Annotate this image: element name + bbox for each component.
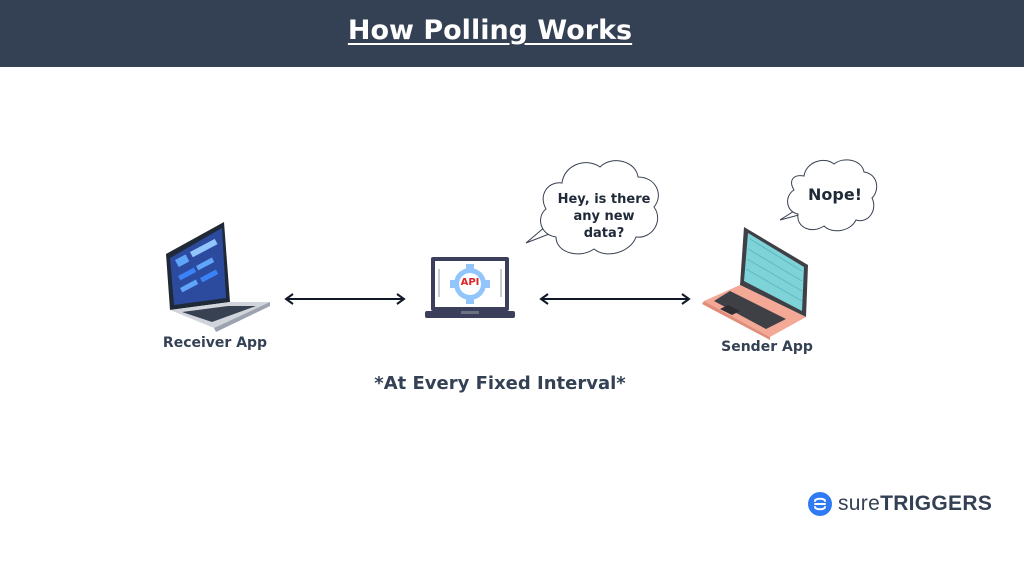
brand-sure-text: sure xyxy=(838,492,881,515)
sender-laptop-icon xyxy=(702,227,808,340)
request-thought-bubble-icon xyxy=(525,160,659,255)
receiver-laptop-icon xyxy=(166,222,270,332)
response-bubble-text: Nope! xyxy=(808,185,862,204)
brand-logo: sureTRIGGERS xyxy=(808,490,992,518)
api-server-laptop-icon xyxy=(425,257,515,318)
response-thought-bubble-icon xyxy=(780,159,878,232)
brand-wordmark: sureTRIGGERS xyxy=(838,492,992,516)
request-line-1: Hey, is there xyxy=(557,192,651,207)
brand-triggers-text: TRIGGERS xyxy=(880,492,993,515)
api-label: API xyxy=(460,277,480,288)
request-line-2: any new xyxy=(573,209,635,224)
bidirectional-arrow-right xyxy=(539,293,691,305)
sender-app-label: Sender App xyxy=(721,339,813,355)
interval-label: *At Every Fixed Interval* xyxy=(374,373,626,394)
header-bar: How Polling Works xyxy=(0,0,1024,67)
receiver-app-label: Receiver App xyxy=(162,335,268,351)
request-line-3: data? xyxy=(583,226,625,241)
request-bubble-text: Hey, is there any new data? xyxy=(556,191,652,242)
page-title: How Polling Works xyxy=(347,15,633,46)
bidirectional-arrow-left xyxy=(284,293,406,305)
suretriggers-logo-icon xyxy=(808,492,832,516)
